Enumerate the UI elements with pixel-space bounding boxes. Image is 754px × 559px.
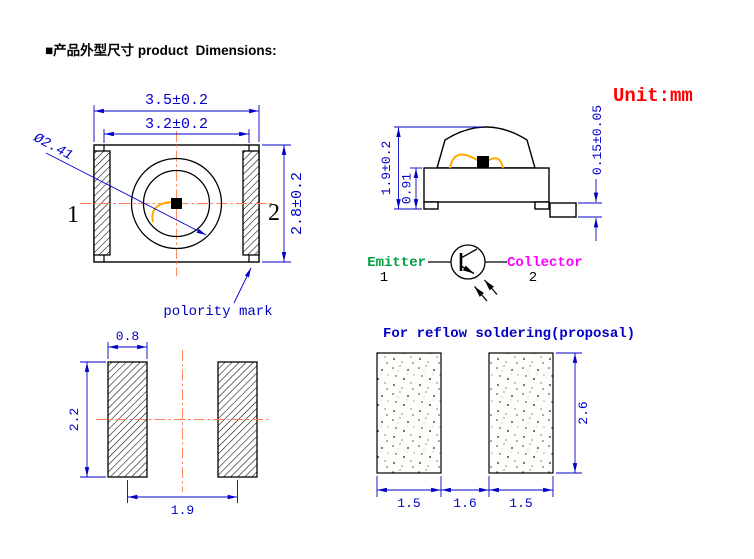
dim-left-pad-width: 1.5 bbox=[377, 487, 441, 511]
extension-lines bbox=[127, 480, 238, 503]
dim-height-label: 2.8±0.2 bbox=[289, 172, 306, 235]
circuit-pin1-label: 1 bbox=[380, 270, 388, 286]
light-arrow-1 bbox=[474, 286, 488, 302]
reflow-right-pad bbox=[488, 352, 554, 474]
dim-left-pad-width-label: 1.5 bbox=[397, 496, 420, 511]
circuit-pin2-label: 2 bbox=[529, 270, 537, 286]
collector-label: Collector bbox=[507, 255, 583, 271]
reflow-pads-diagram: For reflow soldering(proposal) 1.5 1.6 1… bbox=[376, 326, 635, 511]
left-foot bbox=[423, 201, 439, 210]
dim-reflow-pad-height: 2.6 bbox=[556, 352, 591, 474]
dim-pad-width-label: 0.8 bbox=[116, 329, 139, 344]
extension-lines bbox=[394, 126, 482, 210]
dim-pad-pitch-label: 1.9 bbox=[171, 503, 194, 518]
bond-wire-right bbox=[488, 157, 504, 169]
dim-total-height: 1.9±0.2 bbox=[379, 126, 482, 210]
leader-line bbox=[233, 267, 252, 304]
dim-gap: 1.6 bbox=[441, 487, 489, 511]
dim-pad-width: 0.8 bbox=[107, 329, 148, 359]
lens-outer-circle bbox=[130, 157, 223, 250]
right-foot bbox=[534, 201, 550, 210]
left-terminal-pad bbox=[93, 150, 111, 256]
extension-lines bbox=[80, 361, 106, 478]
top-view-diagram: 3.5±0.2 3.2±0.2 2.8±0.2 Ø2.41 1 2 bbox=[30, 92, 306, 320]
section-title: ■产品外型尺寸 product Dimensions: bbox=[45, 43, 277, 58]
pin1-label: 1 bbox=[67, 202, 79, 228]
emitter-label: Emitter bbox=[367, 255, 426, 271]
footprint-diagram: 0.8 2.2 1.9 bbox=[67, 329, 270, 518]
led-chip-side bbox=[477, 156, 489, 168]
polarity-mark-label: polority mark bbox=[163, 304, 272, 320]
transistor-circle bbox=[450, 244, 486, 280]
dim-right-pad-width-label: 1.5 bbox=[509, 496, 532, 511]
terminal-detail: 0.15±0.05 bbox=[549, 105, 605, 241]
dim-outer-width-label: 3.5±0.2 bbox=[145, 92, 208, 109]
dim-height: 2.8±0.2 bbox=[262, 144, 306, 263]
reflow-left-pad bbox=[376, 352, 442, 474]
dim-base-height-label: 0.91 bbox=[400, 173, 415, 204]
terminal-cross-section bbox=[549, 202, 577, 218]
right-terminal-pad bbox=[242, 150, 260, 256]
dim-base-height: 0.91 bbox=[400, 167, 422, 209]
dim-terminal-thickness-label: 0.15±0.05 bbox=[590, 105, 605, 175]
dim-pad-pitch: 1.9 bbox=[127, 480, 238, 518]
reflow-title: For reflow soldering(proposal) bbox=[383, 326, 635, 342]
extension-lines bbox=[376, 476, 554, 497]
dim-pad-height: 2.2 bbox=[67, 361, 106, 478]
led-chip bbox=[171, 198, 182, 209]
dim-body-width-label: 3.2±0.2 bbox=[145, 116, 208, 133]
lens-dome bbox=[436, 126, 536, 169]
lens-diameter-label: Ø2.41 bbox=[30, 130, 75, 164]
dim-outer-width: 3.5±0.2 bbox=[93, 92, 260, 142]
dim-body-width: 3.2±0.2 bbox=[103, 116, 250, 143]
unit-label: Unit:mm bbox=[613, 85, 693, 107]
transistor-emitter-arrow bbox=[460, 265, 475, 275]
light-arrow-2 bbox=[484, 279, 498, 295]
transistor-collector-line bbox=[460, 248, 478, 259]
dim-reflow-pad-height-label: 2.6 bbox=[576, 401, 591, 424]
section-header: ■产品外型尺寸 product Dimensions: bbox=[30, 24, 277, 74]
polarity-annotation: polority mark bbox=[163, 267, 273, 320]
bond-wire bbox=[151, 201, 172, 223]
extension-lines bbox=[93, 105, 260, 142]
extension-lines bbox=[107, 342, 148, 359]
dim-gap-label: 1.6 bbox=[453, 496, 476, 511]
package-base bbox=[423, 167, 550, 203]
side-view-diagram: 1.9±0.2 0.91 0.15±0.05 bbox=[379, 105, 605, 241]
extension-lines bbox=[103, 129, 250, 143]
leader-line bbox=[45, 152, 207, 236]
extension-lines bbox=[578, 202, 602, 218]
circuit-symbol: Emitter Collector 1 2 bbox=[367, 244, 583, 302]
dim-right-pad-width: 1.5 bbox=[489, 487, 553, 511]
dim-total-height-label: 1.9±0.2 bbox=[379, 141, 394, 196]
dim-pad-height-label: 2.2 bbox=[67, 408, 82, 431]
lens-inner-circle bbox=[142, 169, 211, 238]
extension-lines bbox=[556, 352, 582, 474]
pin2-label: 2 bbox=[268, 200, 280, 226]
bond-wire-left bbox=[449, 153, 478, 169]
extension-lines bbox=[262, 144, 291, 263]
